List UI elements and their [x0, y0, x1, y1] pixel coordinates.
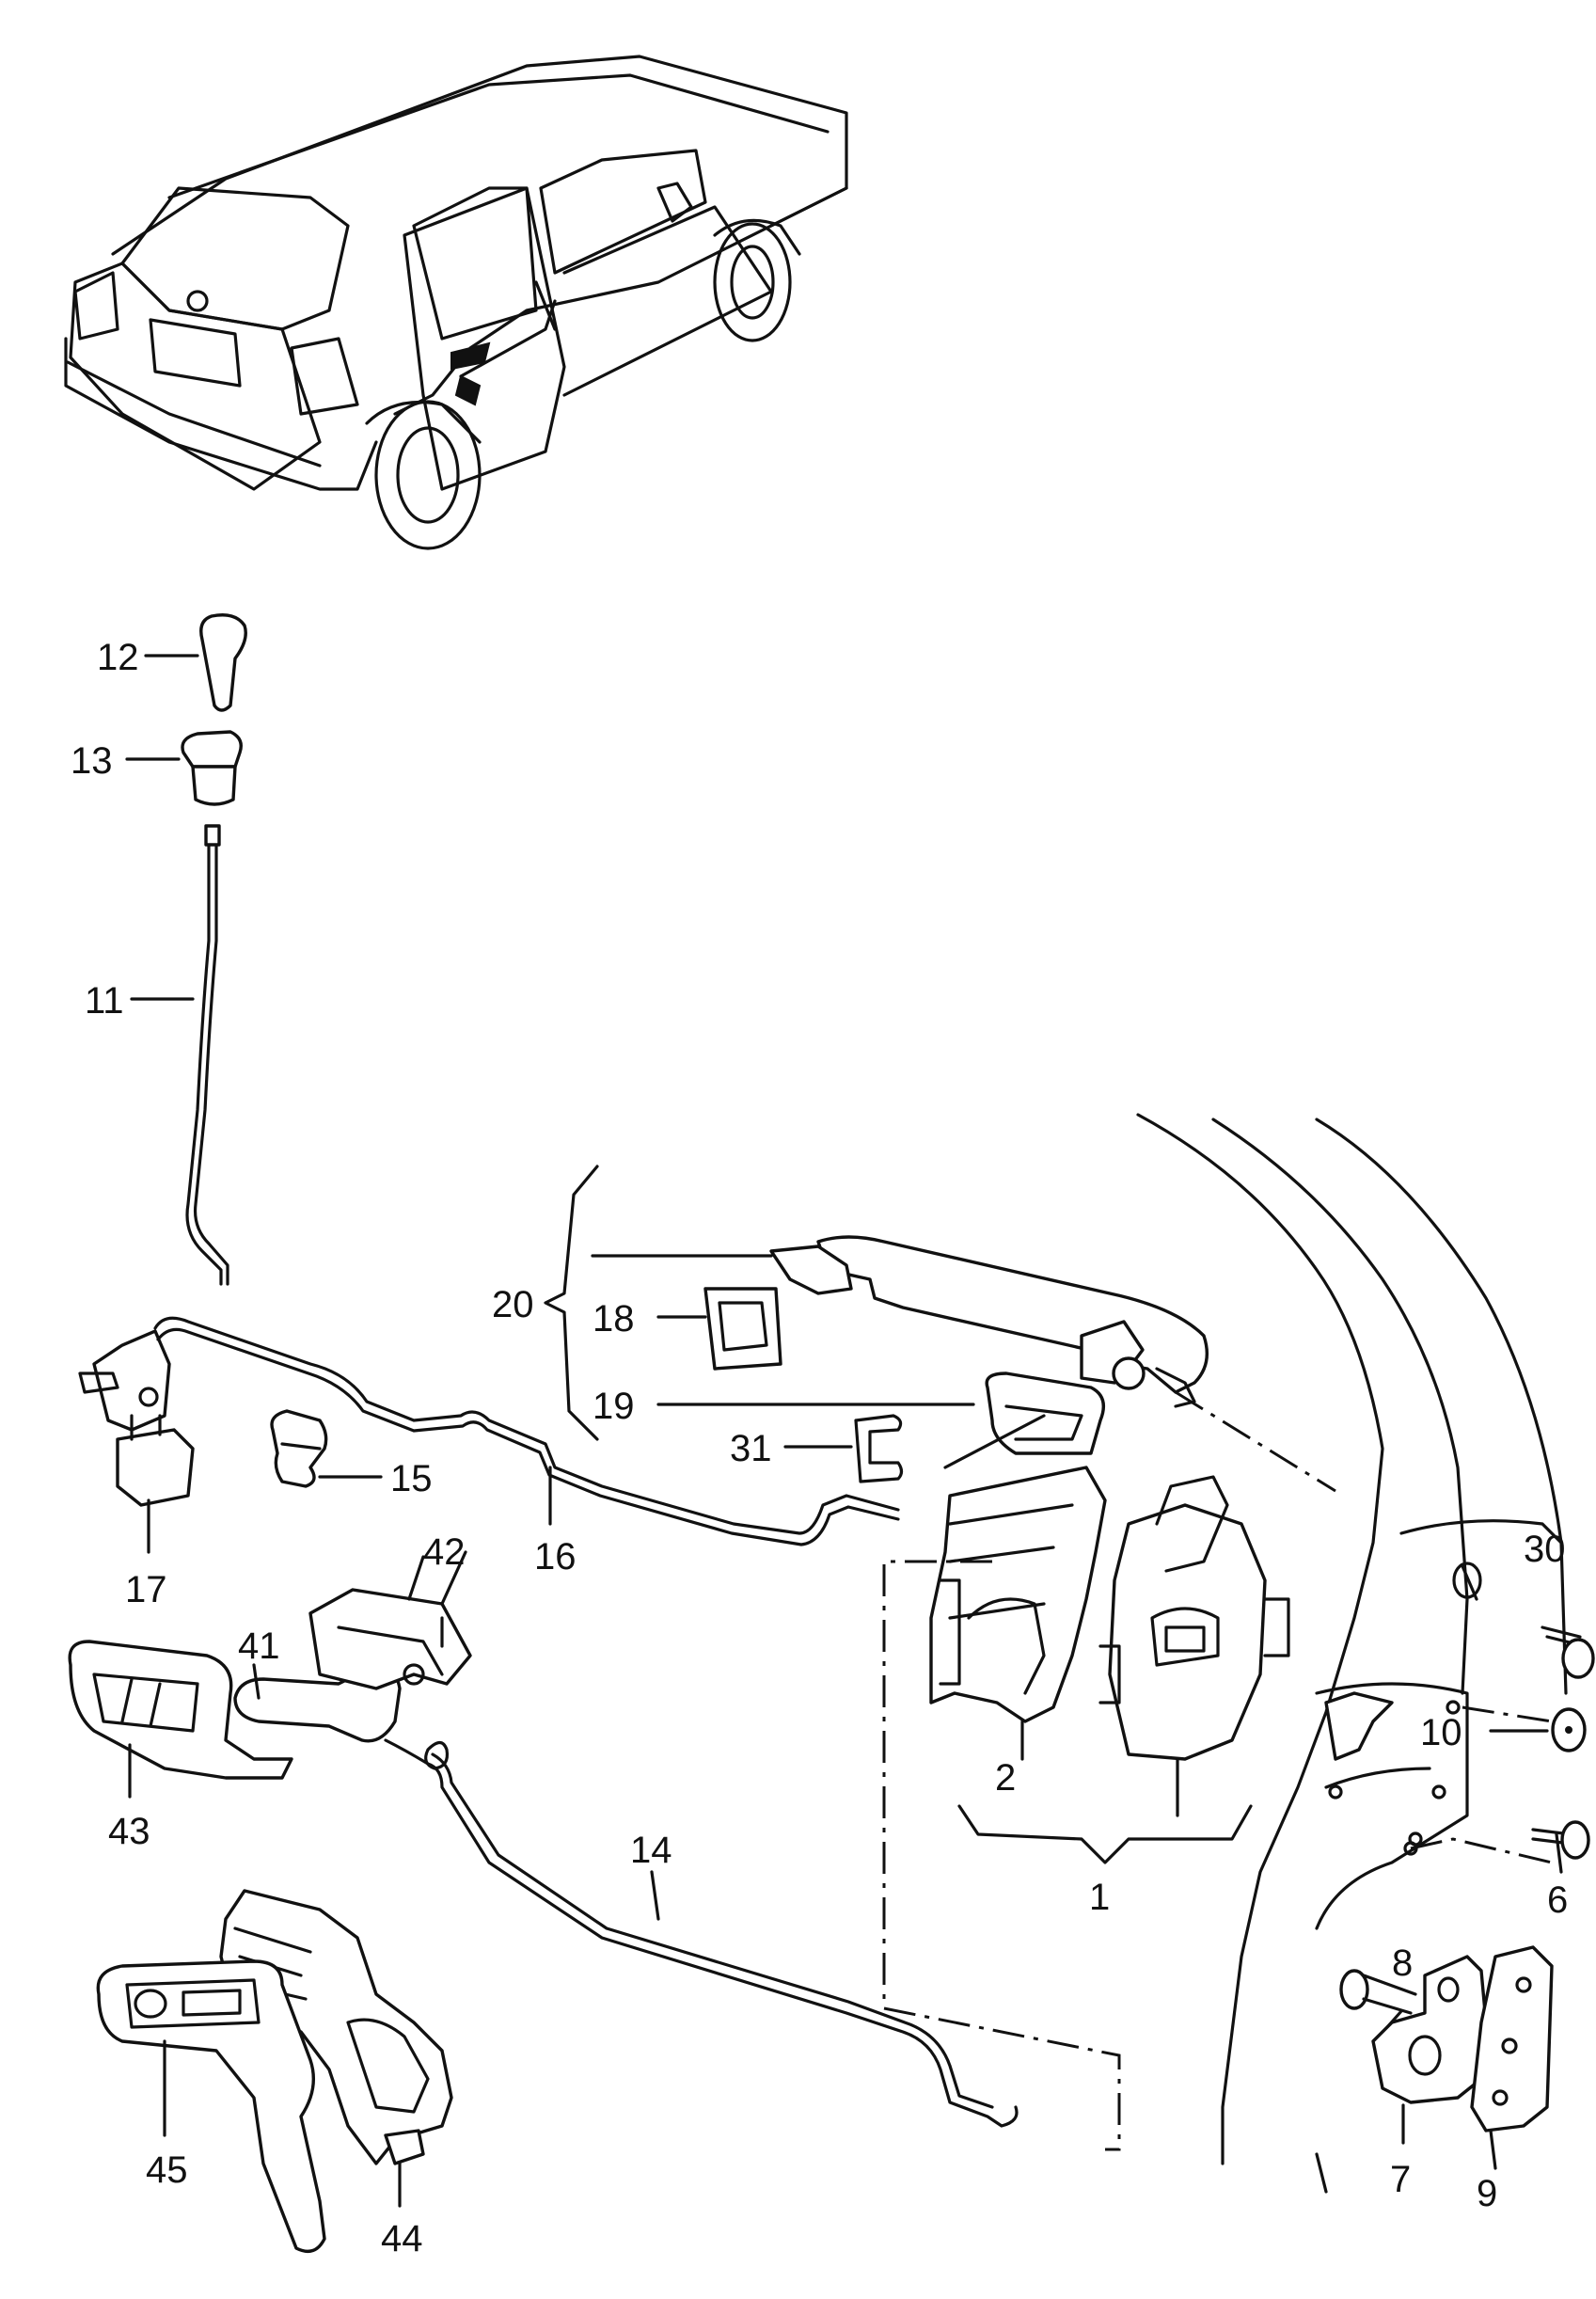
callout-45: 45	[146, 2149, 188, 2191]
grommet-part-13	[181, 730, 243, 806]
callout-13: 13	[71, 740, 113, 782]
door-lock-mechanism-part-1	[882, 1390, 1336, 2151]
callout-18: 18	[593, 1298, 635, 1340]
callout-10: 10	[1420, 1712, 1462, 1753]
screw-part-8	[1339, 1969, 1417, 2015]
callout-12: 12	[97, 637, 139, 678]
leader-lines	[125, 654, 1563, 2208]
callout-20: 20	[492, 1284, 534, 1325]
callout-7: 7	[1390, 2159, 1411, 2200]
callout-30: 30	[1524, 1529, 1566, 1570]
connecting-rod-part-16	[153, 1316, 900, 1546]
callout-labels: 1 2 6 7 8 9 10 11 12 13 14 15 16 17 18 1…	[71, 637, 1568, 2259]
lock-rod-part-11	[185, 824, 229, 1286]
callout-9: 9	[1477, 2173, 1497, 2214]
screw-part-6	[1531, 1820, 1590, 1860]
callout-2: 2	[995, 1757, 1016, 1799]
armrest-trim-part-45	[96, 1959, 326, 2253]
callout-11: 11	[85, 980, 124, 1022]
callout-1: 1	[1089, 1877, 1110, 1918]
handle-trim-part-43	[68, 1640, 293, 1780]
clip-part-15	[270, 1409, 328, 1488]
callout-41: 41	[238, 1625, 280, 1667]
door-pillar-outline	[1136, 1113, 1568, 2194]
screw-part-30	[1541, 1625, 1595, 1679]
callout-6: 6	[1547, 1879, 1568, 1921]
callout-15: 15	[390, 1458, 433, 1499]
car-overview-illustration	[64, 55, 848, 550]
backing-plate-part-9	[1470, 1945, 1554, 2133]
striker-part-7	[1371, 1955, 1488, 2104]
actuator-part-17	[78, 1329, 195, 1507]
handle-bracket-part-42	[308, 1550, 472, 1690]
remote-rod-part-14	[384, 1738, 1019, 2128]
callout-43: 43	[108, 1811, 150, 1852]
nut-part-10	[1410, 1705, 1587, 1864]
callout-44: 44	[381, 2218, 423, 2259]
callout-19: 19	[593, 1386, 635, 1427]
outer-handle-assembly-part-20	[544, 1165, 1209, 1483]
callout-16: 16	[534, 1536, 577, 1578]
callout-17: 17	[125, 1569, 167, 1610]
callout-42: 42	[423, 1531, 466, 1573]
callout-31: 31	[730, 1428, 772, 1469]
lock-knob-part-12	[199, 613, 247, 712]
callout-14: 14	[630, 1830, 672, 1871]
callout-8: 8	[1392, 1942, 1413, 1984]
